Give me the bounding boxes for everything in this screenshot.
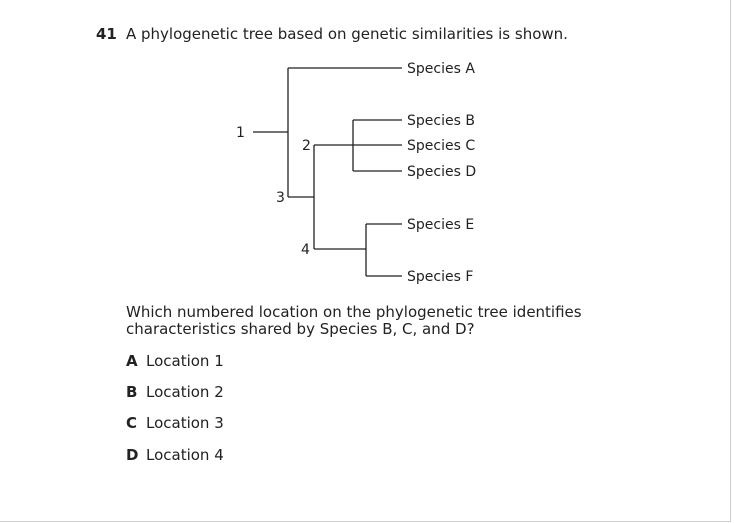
choice-letter: B: [126, 383, 138, 401]
species-label-e: Species E: [407, 217, 474, 233]
choice-a[interactable]: A Location 1: [126, 352, 224, 370]
choice-letter: D: [126, 446, 139, 464]
choice-text: Location 4: [146, 446, 224, 464]
species-label-c: Species C: [407, 138, 475, 154]
question-stem: A phylogenetic tree based on genetic sim…: [126, 25, 568, 43]
choice-b[interactable]: B Location 2: [126, 383, 224, 401]
choice-d[interactable]: D Location 4: [126, 446, 224, 464]
choice-c[interactable]: C Location 3: [126, 414, 224, 432]
node-label-1: 1: [236, 125, 245, 141]
choice-text: Location 3: [146, 414, 224, 432]
species-label-b: Species B: [407, 113, 475, 129]
choice-letter: C: [126, 414, 138, 432]
choice-letter: A: [126, 352, 138, 370]
question-prompt: Which numbered location on the phylogene…: [126, 303, 582, 338]
phylogenetic-tree: 1 2 3 4 Species A Species B Species C Sp…: [236, 61, 476, 285]
species-label-f: Species F: [407, 269, 473, 285]
node-label-2: 2: [302, 138, 311, 154]
choice-text: Location 1: [146, 352, 224, 370]
species-label-d: Species D: [407, 164, 476, 180]
species-label-a: Species A: [407, 61, 475, 77]
node-label-4: 4: [301, 242, 310, 258]
node-label-3: 3: [276, 190, 285, 206]
question-number: 41: [96, 25, 117, 43]
choice-text: Location 2: [146, 383, 224, 401]
